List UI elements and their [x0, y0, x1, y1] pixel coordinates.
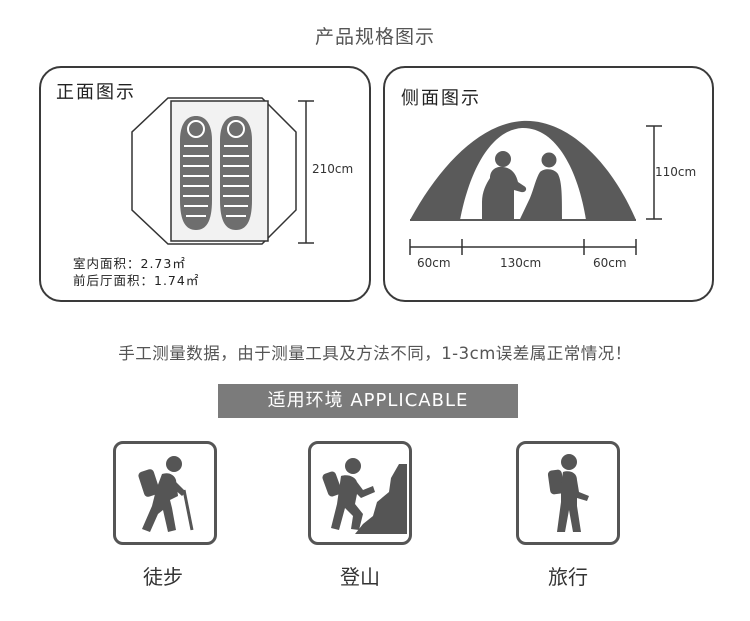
- climbing-label: 登山: [340, 565, 380, 589]
- climbing-icon: [322, 458, 407, 534]
- hiking-icon-box: [113, 441, 217, 545]
- vestibule-area-text: 前后厅面积：1.74㎡: [73, 273, 200, 288]
- side-width-label-middle: 130cm: [500, 256, 542, 270]
- side-width-label-right: 60cm: [593, 256, 627, 270]
- side-height-label: 110cm: [655, 165, 697, 179]
- side-width-dimension-line: [409, 239, 637, 255]
- sleeping-bag-icon: [180, 116, 212, 230]
- side-width-label-left: 60cm: [417, 256, 451, 270]
- side-view-title: 侧面图示: [401, 88, 481, 109]
- measurement-note: 手工测量数据，由于测量工具及方法不同，1-3cm误差属正常情况！: [118, 344, 632, 363]
- side-view-dome: [410, 120, 636, 221]
- page-title: 产品规格图示: [314, 26, 435, 48]
- height-dimension-line: [298, 100, 314, 244]
- side-view-panel: [383, 66, 714, 302]
- hiking-icon: [138, 456, 194, 532]
- travel-icon: [547, 454, 589, 532]
- people-silhouette-icon: [482, 151, 562, 219]
- sleeping-bag-icon: [220, 116, 252, 230]
- side-height-dimension-line: [646, 125, 662, 220]
- travel-label: 旅行: [548, 565, 588, 589]
- hiking-label: 徒步: [143, 565, 183, 589]
- tent-floor-outline: [131, 97, 297, 245]
- travel-icon-box: [516, 441, 620, 545]
- climbing-icon-box: [308, 441, 412, 545]
- indoor-area-text: 室内面积：2.73㎡: [73, 256, 186, 271]
- applicable-banner: 适用环境 APPLICABLE: [218, 384, 518, 418]
- front-height-label: 210cm: [312, 162, 354, 176]
- front-view-title: 正面图示: [56, 82, 136, 103]
